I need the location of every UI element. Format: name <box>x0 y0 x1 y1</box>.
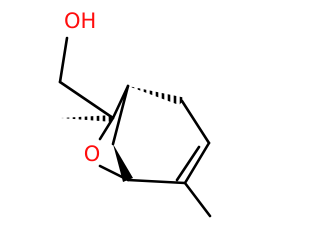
bond-bridgehead-top-bridge <box>111 84 130 146</box>
bond-ch2-quaternary <box>58 80 115 120</box>
bond-ring-ch-c-ene <box>183 141 211 185</box>
bond-quaternary-methyl-hashed <box>61 115 112 122</box>
molecule-structure: OH O <box>58 9 212 218</box>
bond-bridgehead-top-ch2-hashed <box>128 86 183 105</box>
ring-oxygen-label: O <box>84 142 101 166</box>
molecule-canvas: OH O <box>58 9 212 218</box>
bond-bridge-bridgehead-bottom-wedge <box>113 144 133 182</box>
hydroxyl-label: OH <box>64 9 96 33</box>
bond-c-ene-bridgehead-bottom <box>126 178 187 185</box>
bond-ch2-ring-ch <box>180 99 211 145</box>
bond-c-ene-methyl <box>183 181 212 218</box>
bond-ring-ch-c-ene-inner <box>175 145 201 182</box>
bond-oh-ch2 <box>58 36 69 84</box>
